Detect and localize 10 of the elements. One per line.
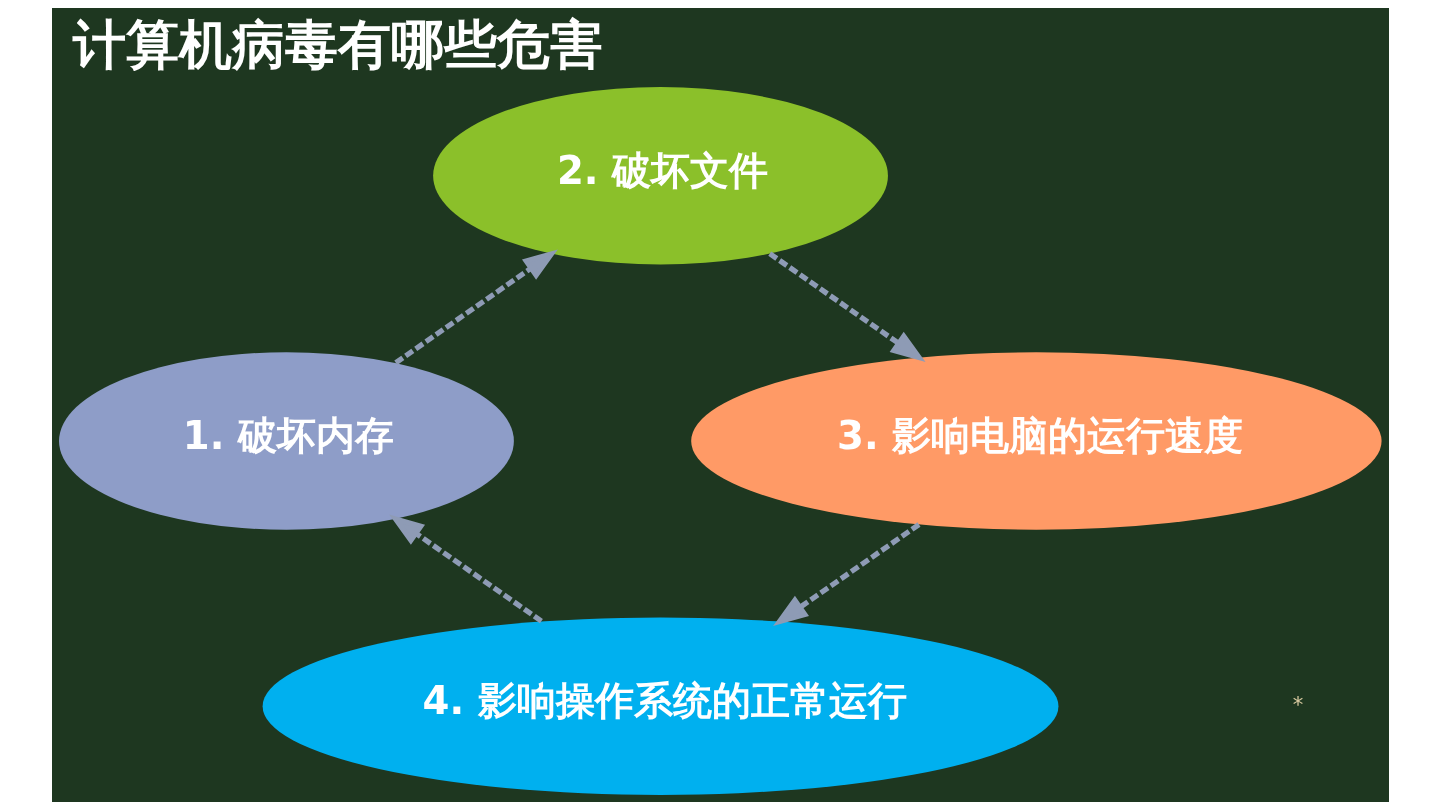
label: *	[1292, 691, 1303, 717]
arrow	[388, 514, 543, 624]
node-ellipse: 2. 破坏文件	[432, 87, 888, 265]
diagram-title: 计算机病毒有哪些危害	[72, 13, 603, 75]
arrow	[772, 522, 920, 627]
arrow	[767, 251, 926, 363]
node-ellipse: 1. 破坏内存	[58, 352, 514, 530]
node-ellipse: 3. 影响电脑的运行速度	[690, 352, 1382, 530]
arrow	[393, 249, 558, 365]
node-ellipse: 4. 影响操作系统的正常运行	[262, 617, 1058, 795]
